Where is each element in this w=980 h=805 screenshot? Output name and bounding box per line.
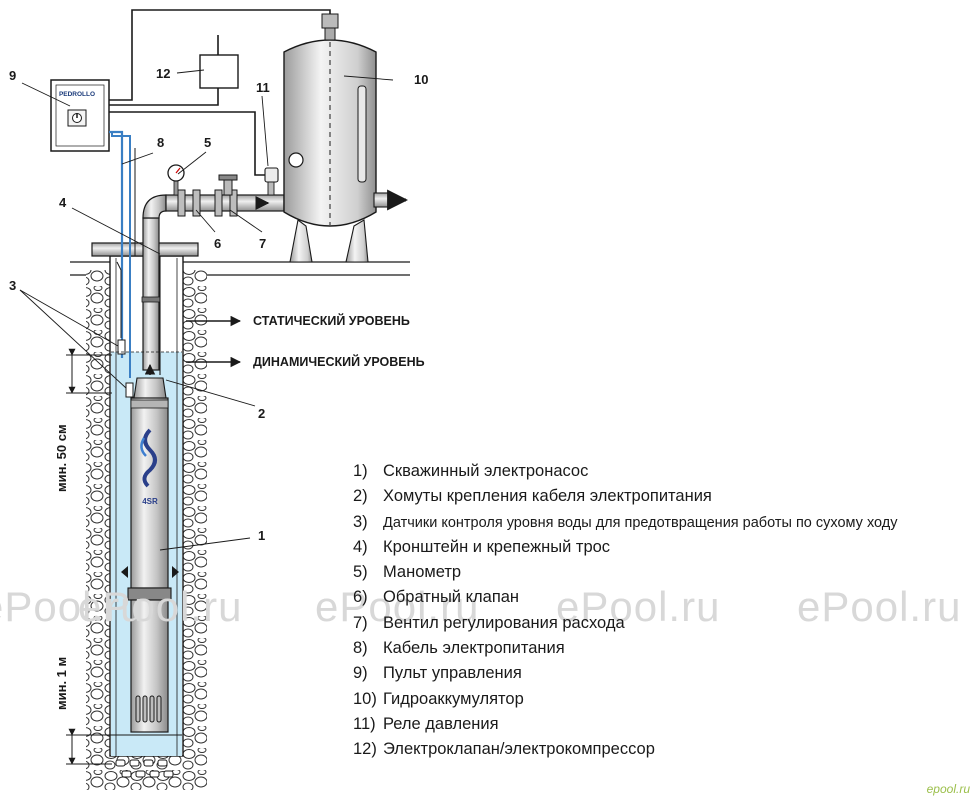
watermark: ePool.ru [797,583,962,630]
riser-pipe [141,194,167,371]
legend-item: 11) Реле давления [353,712,898,737]
legend-number: 12) [353,740,377,759]
legend-text: Гидроаккумулятор [383,689,524,708]
legend-number: 11) [353,714,376,733]
callout-5: 5 [204,135,211,150]
callout-12: 12 [156,66,170,81]
panel-logo: PEDROLLO [59,91,95,98]
legend-number: 9) [353,664,368,683]
pressure-tank [283,13,409,263]
legend-number: 4) [353,537,368,556]
legend-number: 3) [353,512,368,531]
legend-item: 1) Скважинный электронасос [353,459,898,484]
watermark-small: epool.ru [926,782,970,796]
legend-text: Электроклапан/электрокомпрессор [383,740,655,759]
legend-item: 5) Манометр [353,560,898,585]
legend-text: Кронштейн и крепежный трос [383,537,611,556]
legend-list: 1) Скважинный электронасос 2) Хомуты крепл… [353,459,898,763]
legend-item: 2) Хомуты крепления кабеля электропитания [353,484,898,509]
legend-text: Обратный клапан [383,588,520,607]
callout-8: 8 [157,135,164,150]
legend-number: 6) [353,588,368,607]
pressure-gauge [167,164,185,196]
legend-item: 3) Датчики контроля уровня воды для предо… [353,510,898,535]
legend-item: 9) Пульт управления [353,661,898,686]
legend-item: 7) Вентил регулирования расхода [353,611,898,636]
legend-text: Реле давления [383,714,499,733]
callout-10: 10 [414,72,428,87]
dimension-min1m [66,728,112,765]
flow-valve [218,174,238,196]
level-sensors [116,261,134,398]
gravel-left [86,270,110,790]
watermark: ePool.ru [315,583,480,630]
dimension-min1m-label: мин. 1 м [54,657,69,710]
legend-text: Вентил регулирования расхода [383,613,625,632]
legend-number: 5) [353,563,368,582]
legend-text: Датчики контроля уровня воды для предотв… [383,514,898,531]
electrovalve-box [199,54,239,89]
discharge-pipe [165,189,285,217]
watermark: ePool.ru [0,583,145,630]
legend-item: 8) Кабель электропитания [353,636,898,661]
leader-lines [19,69,394,551]
dimension-min50-label: мин. 50 см [54,424,69,492]
legend-text: Манометр [383,563,462,582]
dynamic-level-arrow [111,351,242,368]
callout-6: 6 [214,236,221,251]
watermark: ePool.ru [78,583,243,630]
submersible-pump: 4SR [121,363,179,733]
legend-text: Хомуты крепления кабеля электропитания [383,487,712,506]
legend-number: 10) [353,689,377,708]
legend-item: 4) Кронштейн и крепежный трос [353,535,898,560]
legend-number: 8) [353,639,368,658]
callout-4: 4 [59,195,67,210]
callout-2: 2 [258,406,265,421]
legend-text: Пульт управления [383,664,522,683]
watermark: ePool.ru [556,583,721,630]
callout-7: 7 [259,236,266,251]
control-panel: PEDROLLO [50,79,110,152]
power-cable [109,130,136,378]
legend-item: 12) Электроклапан/электрокомпрессор [353,737,898,762]
legend-item: 10) Гидроаккумулятор [353,687,898,712]
gravel-right [183,270,207,790]
pressure-switch [264,167,279,196]
dimension-min50 [66,348,112,394]
legend-item: 6) Обратный клапан [353,585,898,610]
dynamic-level-label: ДИНАМИЧЕСКИЙ УРОВЕНЬ [253,354,425,369]
callout-9: 9 [9,68,16,83]
legend-text: Скважинный электронасос [383,462,589,480]
wiring [109,9,331,176]
legend-number: 7) [353,613,368,632]
legend-text: Кабель электропитания [383,639,565,658]
callout-1: 1 [258,528,265,543]
pump-model-label: 4SR [142,497,158,506]
callout-11: 11 [256,80,270,95]
callout-3: 3 [9,278,16,293]
legend-number: 2) [353,487,368,506]
legend-number: 1) [353,462,368,480]
static-level-label: СТАТИЧЕСКИЙ УРОВЕНЬ [253,313,410,328]
